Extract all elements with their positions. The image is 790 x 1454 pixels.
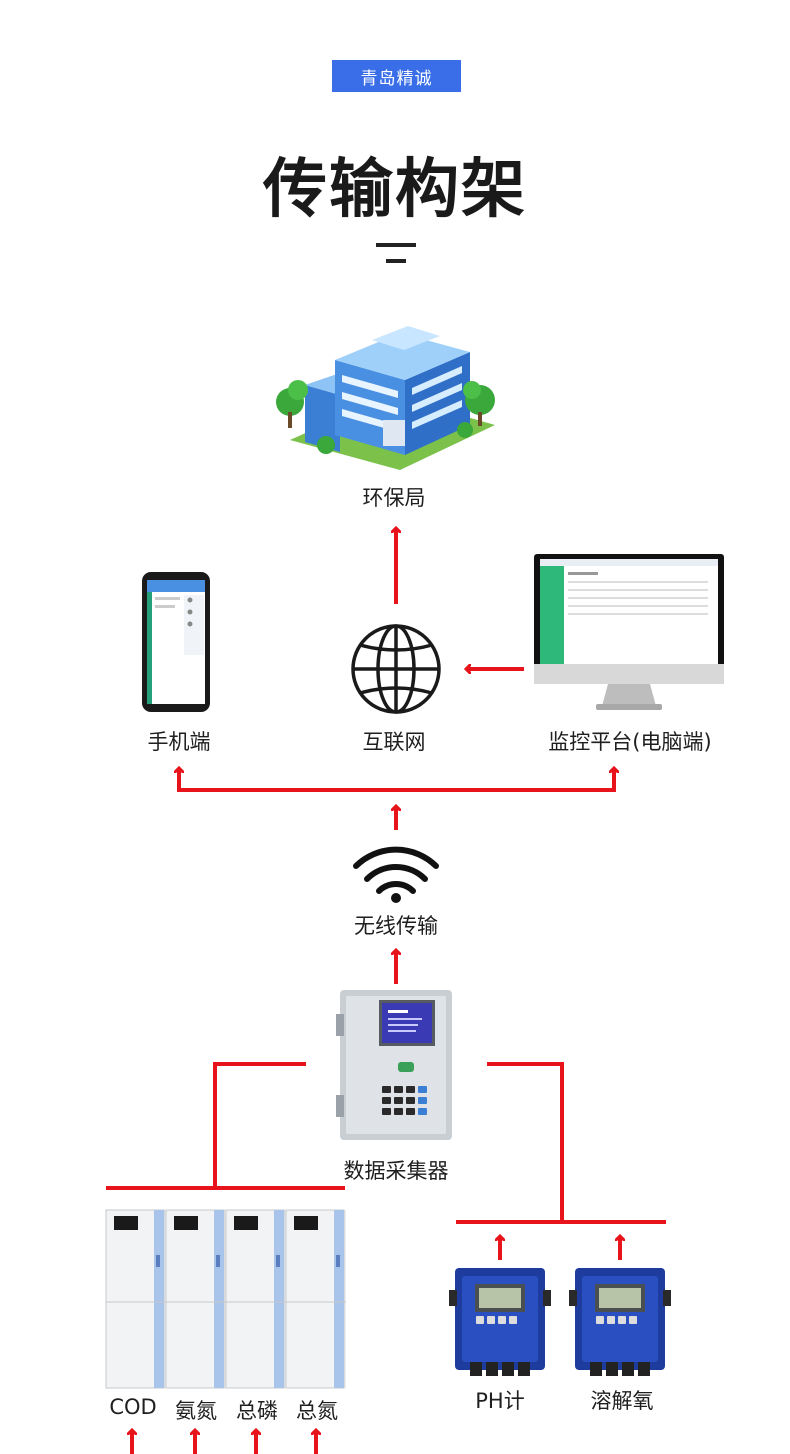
globe-icon <box>351 624 441 714</box>
analyzer-cabinet-icon <box>105 1209 346 1389</box>
connector-lines <box>106 528 666 1454</box>
node-label-internet: 互联网 <box>362 730 426 754</box>
node-label-epb: 环保局 <box>362 486 426 510</box>
title-divider-long <box>376 243 416 247</box>
node-label-collector: 数据采集器 <box>343 1159 449 1183</box>
monitor-icon <box>534 554 724 710</box>
node-label-mobile: 手机端 <box>147 730 211 754</box>
distribution-line <box>177 768 616 792</box>
node-label-cod: COD <box>109 1395 157 1419</box>
phone-icon <box>142 572 210 712</box>
node-label-wireless: 无线传输 <box>354 914 438 938</box>
node-label-ammonia: 氨氮 <box>175 1399 217 1423</box>
node-label-phosphorus: 总磷 <box>236 1399 278 1423</box>
node-label-ph: PH计 <box>475 1389 525 1413</box>
collector-device-icon <box>336 990 452 1140</box>
node-label-oxygen: 溶解氧 <box>590 1389 654 1413</box>
building-icon <box>276 326 495 470</box>
node-label-platform: 监控平台(电脑端) <box>548 730 712 754</box>
title-divider-short <box>386 259 406 263</box>
brand-badge: 青岛精诚 <box>332 60 461 92</box>
page-title: 传输构架 <box>263 153 527 227</box>
left-bracket-line <box>213 1062 306 1188</box>
node-label-nitrogen: 总氮 <box>296 1399 338 1423</box>
right-bracket-line <box>487 1062 564 1222</box>
wifi-icon <box>353 846 439 903</box>
meter-device-icon <box>449 1268 671 1376</box>
